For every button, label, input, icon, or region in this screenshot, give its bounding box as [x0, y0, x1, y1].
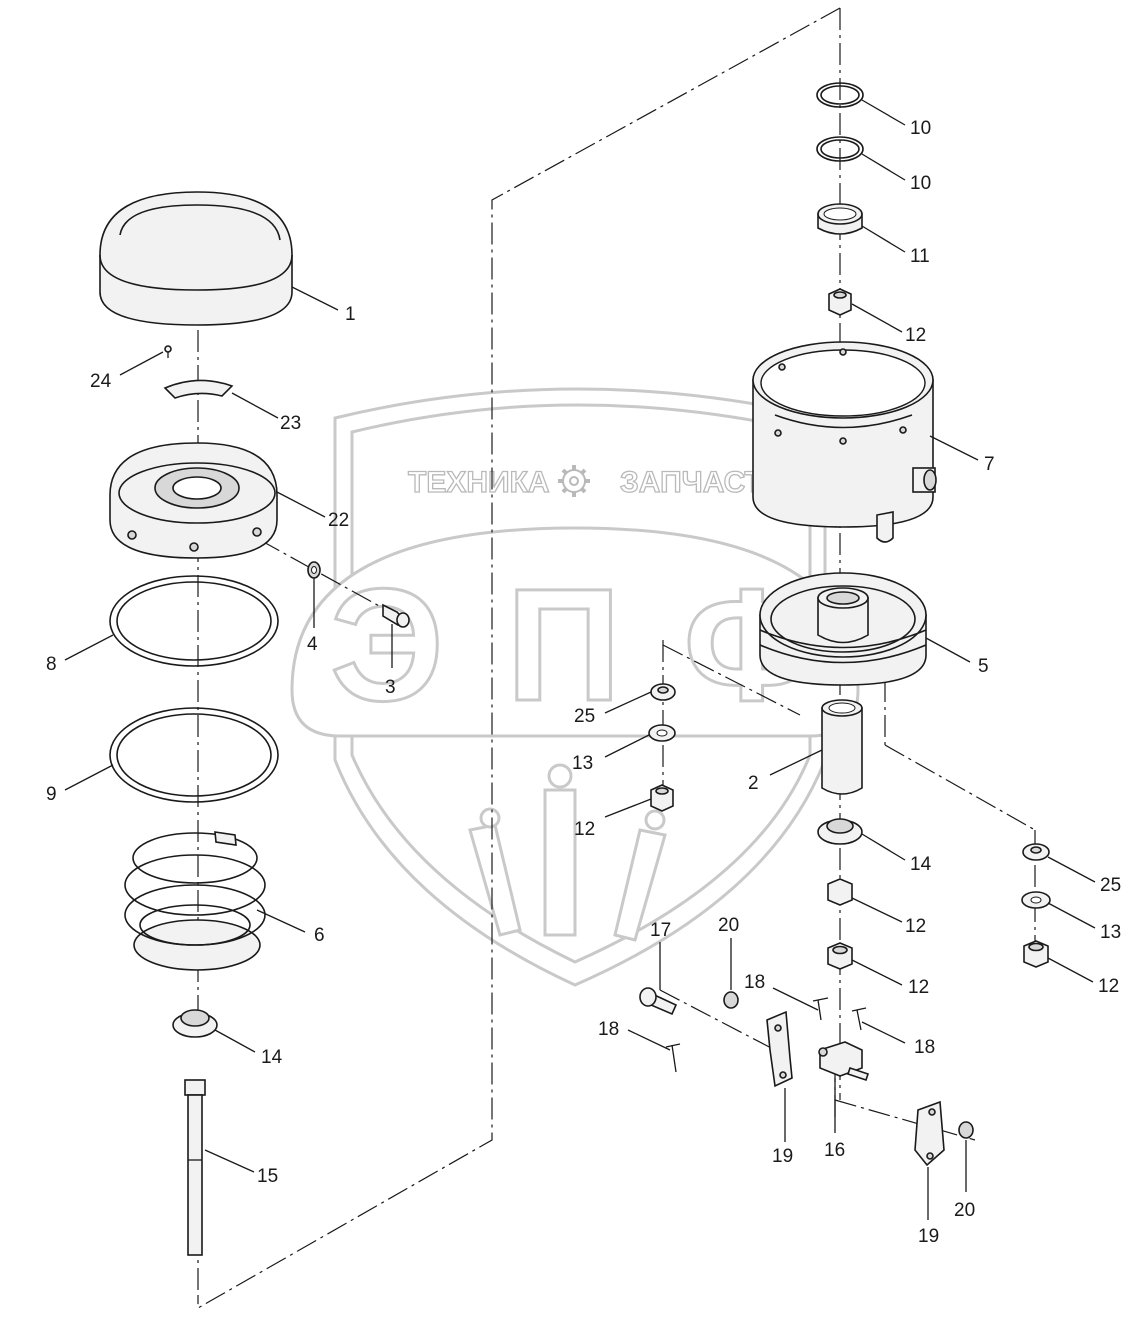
callout-18-left: 18 — [598, 1019, 619, 1040]
part-12-nut-mid-1 — [827, 878, 853, 906]
watermark-text-left: ТЕХНИКА — [408, 466, 550, 499]
callout-22: 22 — [328, 510, 349, 531]
part-12-nut-right — [1023, 940, 1049, 968]
part-5-pulley — [759, 572, 927, 686]
part-17-pin — [639, 987, 678, 1016]
callout-14-left: 14 — [261, 1047, 283, 1068]
part-24-pin — [164, 345, 172, 358]
part-23-plate — [163, 379, 234, 399]
part-25-washer-mid — [650, 683, 676, 701]
part-18-cotter-top — [812, 997, 829, 1021]
callout-12-mid-small: 12 — [574, 819, 595, 840]
watermark-shield — [333, 387, 827, 987]
part-12-nut-top — [828, 288, 852, 316]
callout-labels: 1 24 23 22 8 4 3 9 6 14 15 10 10 11 12 7… — [46, 118, 1121, 1247]
watermark-logo-bg — [290, 526, 860, 738]
watermark-shield-inner — [350, 403, 812, 964]
callout-9: 9 — [46, 784, 57, 805]
part-18-cotter-left — [665, 1043, 681, 1073]
part-10-ring-bottom — [816, 136, 864, 162]
callout-3: 3 — [385, 677, 396, 698]
part-22-seat — [109, 442, 278, 559]
callout-12-right: 12 — [1098, 976, 1119, 997]
callout-25-right: 25 — [1100, 875, 1121, 896]
callout-19-left: 19 — [772, 1146, 793, 1167]
part-16-block — [818, 1041, 870, 1082]
part-11-bushing — [817, 203, 863, 235]
part-7-housing — [752, 341, 937, 543]
wheat-icon — [468, 763, 667, 942]
callout-20-bottom: 20 — [954, 1200, 975, 1221]
callout-16: 16 — [824, 1140, 845, 1161]
part-19-bracket-right — [914, 1100, 945, 1167]
part-19-bracket-left — [766, 1010, 793, 1088]
callout-2: 2 — [748, 773, 759, 794]
callout-10-bottom: 10 — [910, 173, 931, 194]
part-20-washer-bottom — [958, 1121, 974, 1139]
part-4-washer — [307, 561, 321, 579]
part-20-washer-top — [723, 991, 739, 1009]
watermark: ТЕХНИКА ЗАПЧАСТИ ЭПФ — [290, 387, 860, 987]
part-12-nut-mid-small — [650, 784, 674, 812]
callout-14-right: 14 — [910, 854, 932, 875]
part-12-nut-mid-2 — [827, 942, 853, 970]
callout-13-mid: 13 — [572, 753, 593, 774]
callout-18-top: 18 — [744, 972, 765, 993]
part-18-cotter-right — [851, 1007, 867, 1031]
part-3-screw — [382, 603, 410, 628]
watermark-logo: ЭПФ — [330, 555, 820, 734]
callout-8: 8 — [46, 654, 57, 675]
part-1-cap — [99, 191, 293, 326]
part-14-flange-nut-right — [817, 818, 863, 845]
part-15-bolt — [184, 1079, 206, 1256]
leader-lines — [64, 99, 1096, 1220]
callout-4: 4 — [307, 634, 318, 655]
callout-1: 1 — [345, 304, 356, 325]
part-2-sleeve — [821, 699, 863, 795]
callout-12-mid-2: 12 — [908, 977, 929, 998]
part-9-ring — [109, 707, 279, 803]
part-10-ring-top — [816, 82, 864, 108]
callout-12-mid-1: 12 — [905, 916, 926, 937]
part-8-ring — [109, 575, 279, 667]
callout-23: 23 — [280, 413, 301, 434]
callout-24: 24 — [90, 371, 112, 392]
part-25-washer-right — [1022, 843, 1050, 861]
callout-13-right: 13 — [1100, 922, 1121, 943]
callout-15: 15 — [257, 1166, 278, 1187]
callout-18-right: 18 — [914, 1037, 935, 1058]
callout-7: 7 — [984, 454, 995, 475]
part-13-washer-right — [1021, 891, 1051, 909]
callout-5: 5 — [978, 656, 989, 677]
callout-10-top: 10 — [910, 118, 931, 139]
callout-19-right: 19 — [918, 1226, 939, 1247]
part-14-flange-nut-left — [172, 1009, 218, 1038]
gear-icon — [558, 465, 590, 497]
part-6-spring — [124, 831, 266, 971]
callout-11: 11 — [910, 246, 930, 267]
part-13-washer-mid — [648, 724, 676, 742]
callout-17: 17 — [650, 920, 671, 941]
callout-12-top: 12 — [905, 325, 926, 346]
callout-20-top: 20 — [718, 915, 739, 936]
callout-25-mid: 25 — [574, 706, 595, 727]
callout-6: 6 — [314, 925, 325, 946]
